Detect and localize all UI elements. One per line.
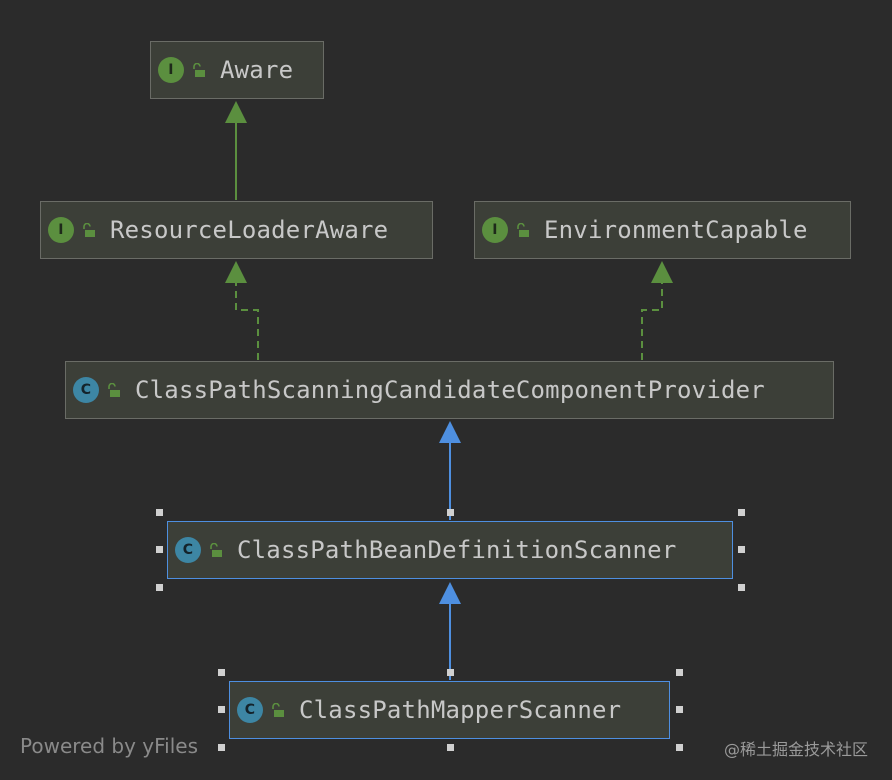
node-classpathmapperscanner[interactable]: C ClassPathMapperScanner [229, 681, 670, 739]
unlocked-icon [272, 702, 284, 717]
resize-handle[interactable] [218, 706, 225, 713]
resize-handle[interactable] [218, 744, 225, 751]
resize-handle[interactable] [218, 669, 225, 676]
unlocked-icon [83, 222, 95, 237]
class-icon: C [237, 697, 263, 723]
class-icon: C [73, 377, 99, 403]
arrowhead-aware [225, 101, 247, 123]
resize-handle[interactable] [447, 509, 454, 516]
unlocked-icon [108, 382, 120, 397]
unlocked-icon [517, 222, 529, 237]
node-label: ResourceLoaderAware [110, 216, 389, 244]
resize-handle[interactable] [738, 546, 745, 553]
arrowhead-beandefinitionscanner [439, 582, 461, 604]
powered-by-label: Powered by yFiles [20, 734, 198, 758]
resize-handle[interactable] [156, 546, 163, 553]
unlocked-icon [210, 542, 222, 557]
node-label: ClassPathMapperScanner [299, 696, 622, 724]
node-label: ClassPathScanningCandidateComponentProvi… [135, 376, 765, 404]
node-label: EnvironmentCapable [544, 216, 808, 244]
watermark-label: @稀土掘金技术社区 [723, 740, 868, 759]
resize-handle[interactable] [738, 509, 745, 516]
arrowhead-provider [439, 421, 461, 443]
resize-handle[interactable] [156, 509, 163, 516]
resize-handle[interactable] [676, 669, 683, 676]
resize-handle[interactable] [676, 744, 683, 751]
resize-handle[interactable] [447, 744, 454, 751]
node-classpathscanningcandidatecomponentprovider[interactable]: C ClassPathScanningCandidateComponentPro… [65, 361, 834, 419]
interface-icon: I [158, 57, 184, 83]
resize-handle[interactable] [738, 584, 745, 591]
node-classpathbeandefinitionscanner[interactable]: C ClassPathBeanDefinitionScanner [167, 521, 733, 579]
interface-icon: I [482, 217, 508, 243]
interface-icon: I [48, 217, 74, 243]
class-icon: C [175, 537, 201, 563]
node-label: Aware [220, 56, 294, 84]
node-environmentcapable[interactable]: I EnvironmentCapable [474, 201, 851, 259]
unlocked-icon [193, 62, 205, 77]
edge-provider-to-environmentcapable [641, 282, 663, 360]
resize-handle[interactable] [676, 706, 683, 713]
node-label: ClassPathBeanDefinitionScanner [237, 536, 677, 564]
resize-handle[interactable] [156, 584, 163, 591]
arrowhead-resourceloaderaware [225, 261, 247, 283]
edge-provider-to-resourceloaderaware [235, 282, 259, 360]
arrowhead-environmentcapable [651, 261, 673, 283]
node-resourceloaderaware[interactable]: I ResourceLoaderAware [40, 201, 433, 259]
resize-handle[interactable] [447, 669, 454, 676]
node-aware[interactable]: I Aware [150, 41, 324, 99]
